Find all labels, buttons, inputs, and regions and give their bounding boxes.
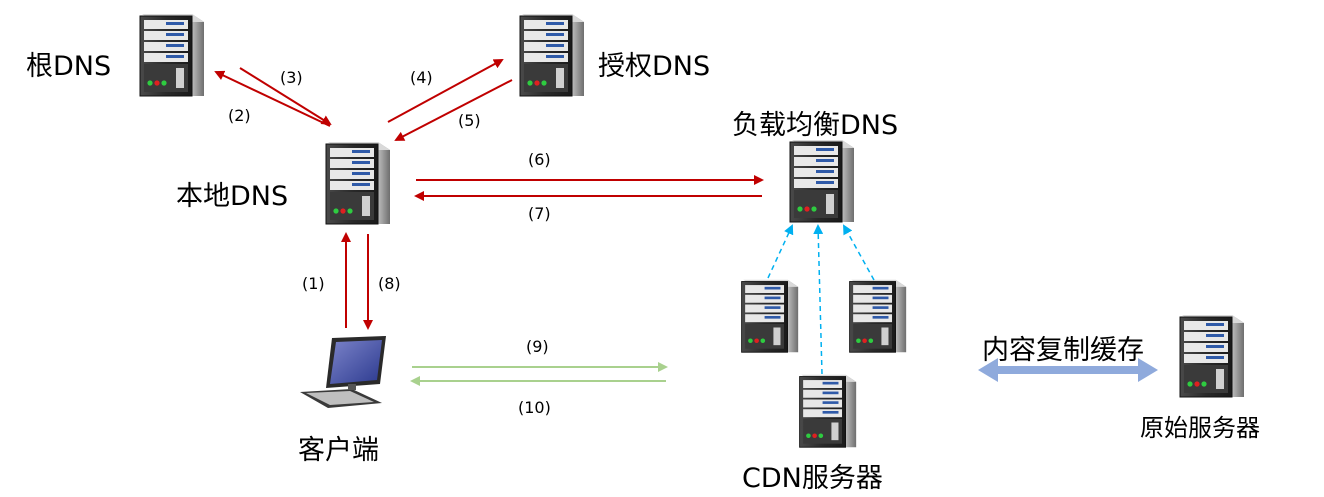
lb-dns-label: 负载均衡DNS [732,110,899,141]
root-dns-label: 根DNS [26,51,112,82]
client-label: 客户端 [298,435,379,466]
step-2-label: (2) [228,106,251,125]
step-4-label: (4) [410,68,433,87]
cdn-server-bottom-icon [799,374,857,448]
step-6-label: (6) [528,150,551,169]
auth-dns-server-icon [519,13,585,97]
auth-dns-label: 授权DNS [598,51,711,82]
origin-server-label: 原始服务器 [1140,414,1260,442]
client-computer-icon [300,336,386,408]
arrow-step-2 [214,70,331,127]
step-7-label: (7) [528,204,551,223]
lb-dns-server-icon [789,139,855,223]
local-dns-server-icon [325,141,391,225]
step-9-label: (9) [526,337,549,356]
cdn-left-to-lb-link [767,224,794,279]
cdn-right-to-lb-link [843,224,875,281]
step-8-label: (8) [378,274,401,293]
cdn-server-left-icon [741,279,799,353]
step-10-label: (10) [518,398,551,417]
step-3-label: (3) [280,68,303,87]
root-dns-server-icon [139,13,205,97]
step-1-label: (1) [302,274,325,293]
replication-label: 内容复制缓存 [982,335,1144,366]
arrow-step-3 [239,67,332,126]
cdn-servers-label: CDN服务器 [742,463,883,494]
arrow-step-4 [387,59,504,123]
replication-double-arrow [978,358,1158,382]
step-5-label: (5) [458,111,481,130]
origin-server-icon [1179,314,1245,398]
arrow-step-5 [394,79,513,141]
cdn-server-right-icon [849,279,907,353]
cdn-bottom-to-lb-link [813,224,824,375]
local-dns-label: 本地DNS [176,181,289,212]
